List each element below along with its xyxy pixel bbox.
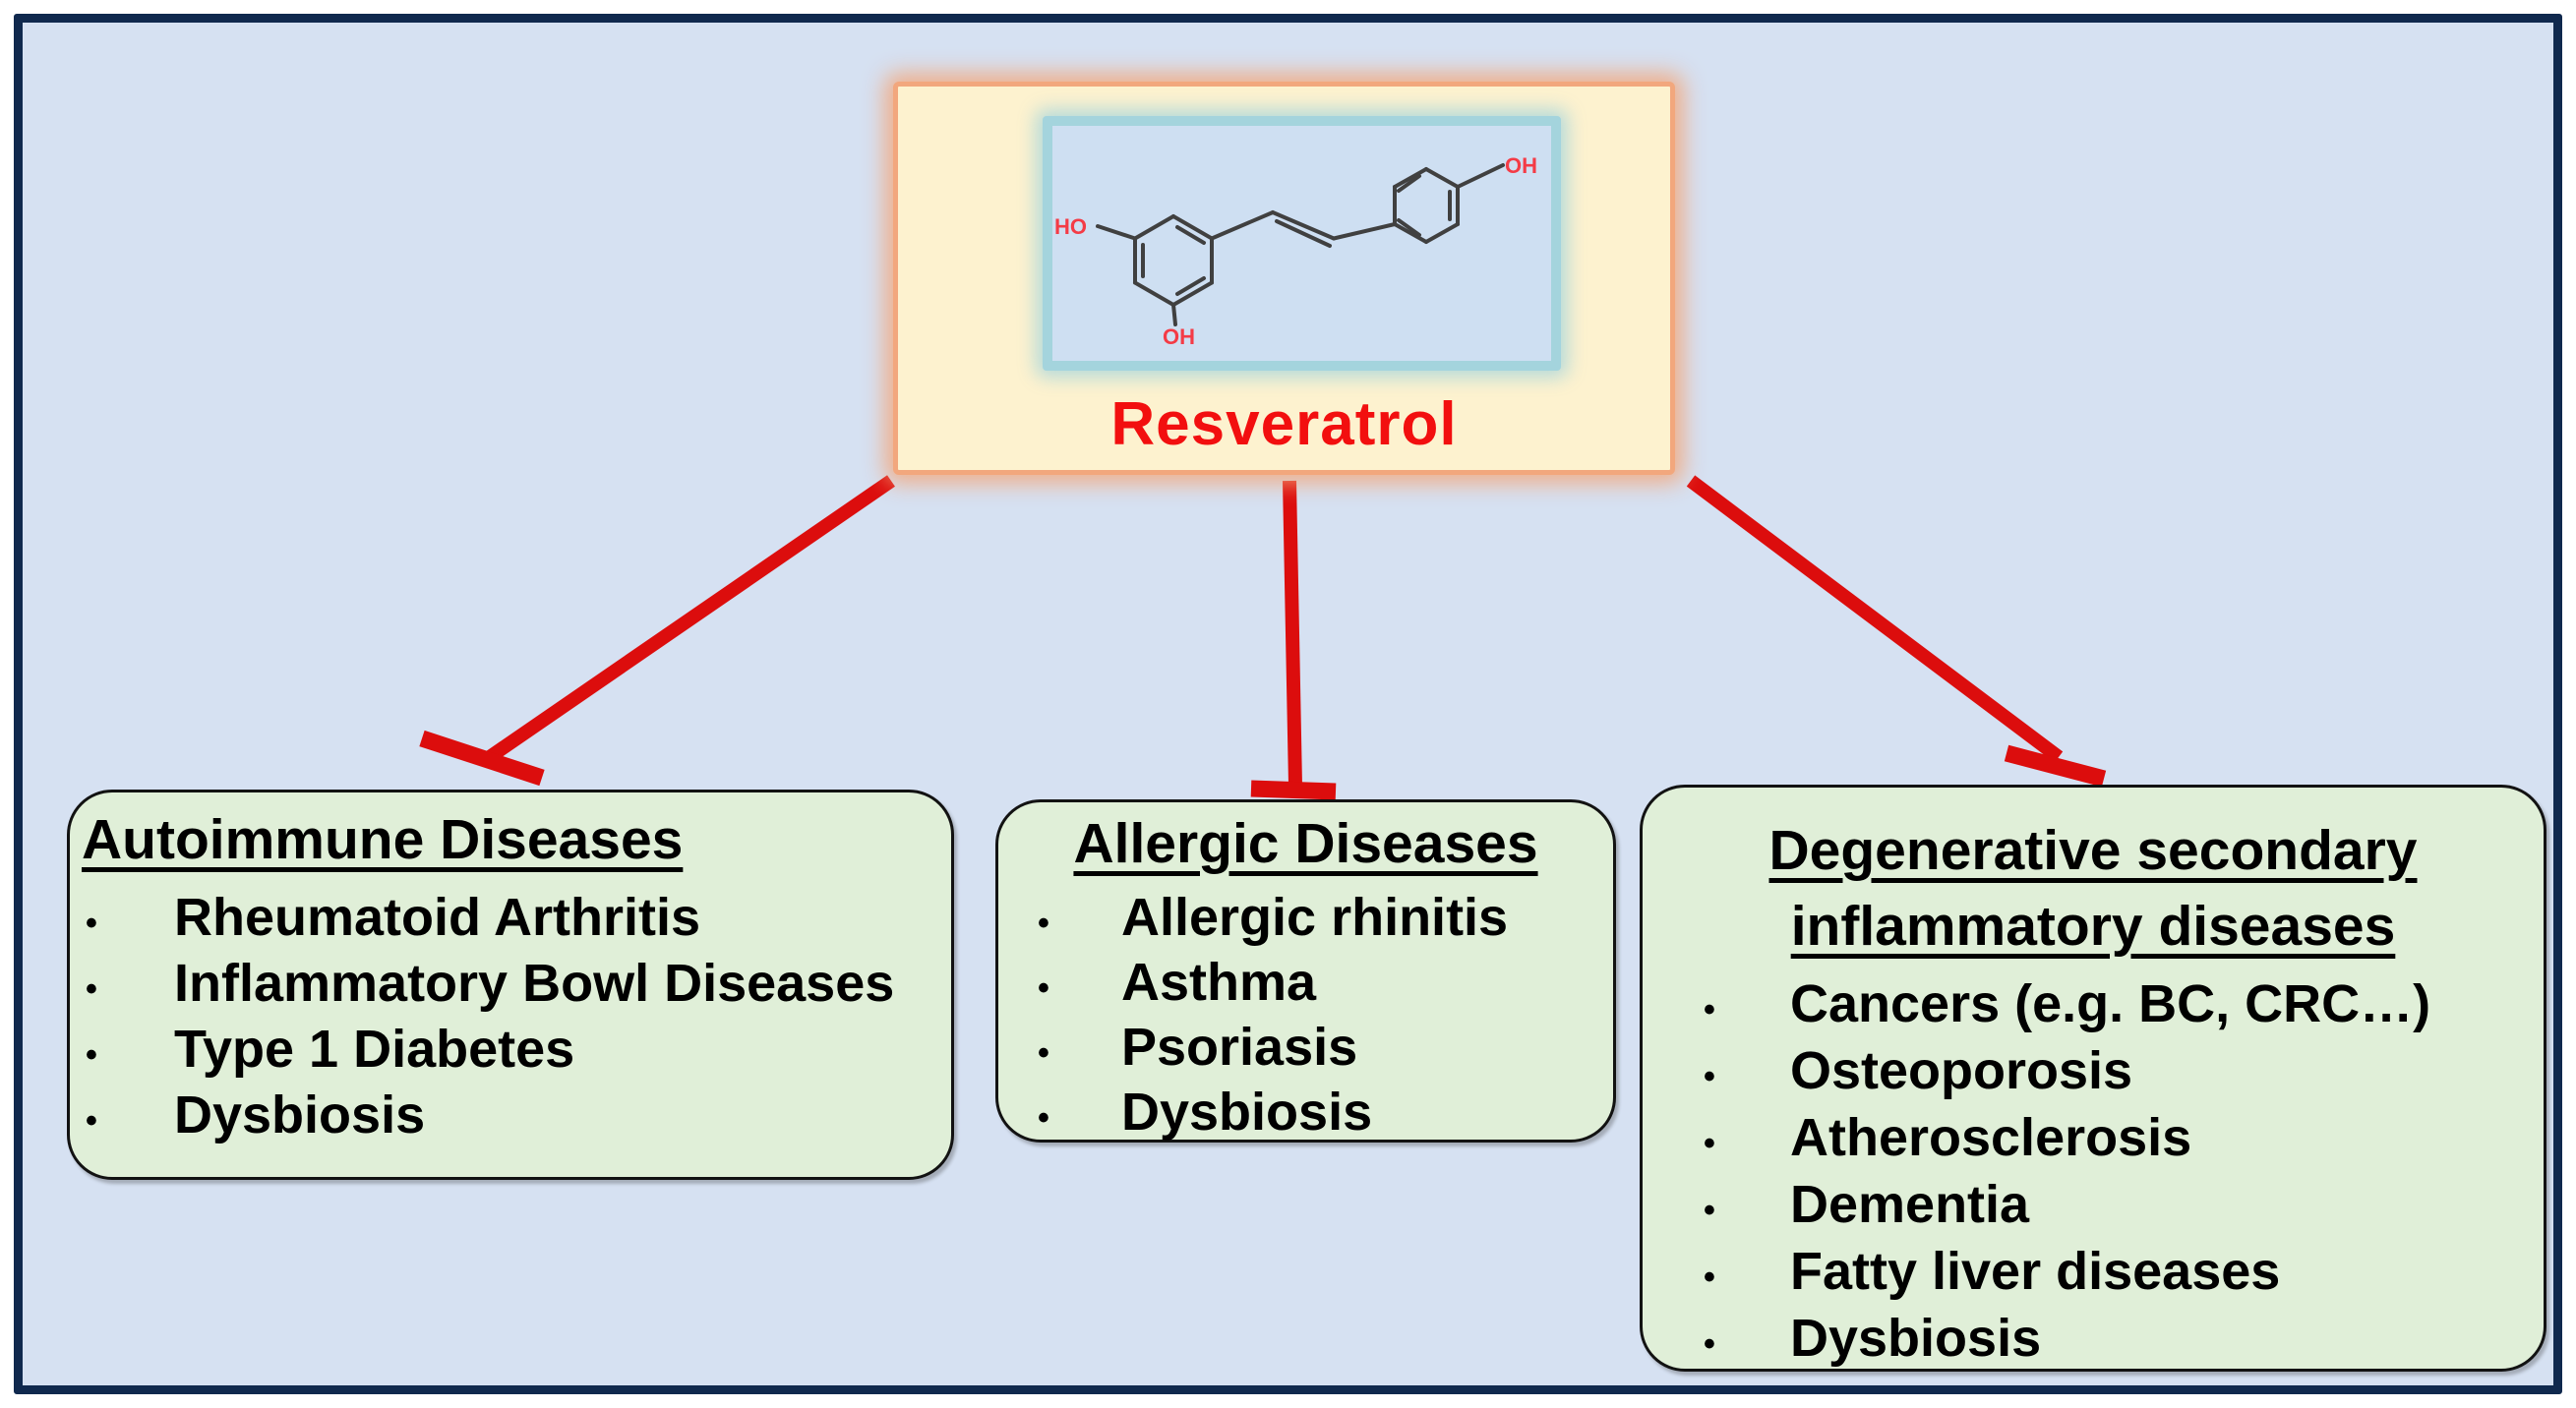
list-item: Dysbiosis: [998, 1080, 1613, 1150]
list-item: Dysbiosis: [1643, 1305, 2544, 1378]
resveratrol-label: Resveratrol: [1110, 390, 1458, 458]
list-item: Inflammatory Bowl Diseases: [70, 951, 951, 1023]
list-item: Allergic rhinitis: [998, 885, 1613, 956]
hydroxyl-label: OH: [1505, 153, 1537, 178]
box-title: Autoimmune Diseases: [82, 808, 684, 871]
degenerative-diseases-box: Degenerative secondary inflammatory dise…: [1640, 785, 2546, 1378]
disease-list: Allergic rhinitis Asthma Psoriasis Dysbi…: [998, 885, 1613, 1150]
hydroxyl-label: OH: [1163, 324, 1195, 349]
box-title: Allergic Diseases: [1073, 812, 1538, 875]
list-item: Type 1 Diabetes: [70, 1017, 951, 1088]
list-item: Dementia: [1643, 1171, 2544, 1244]
allergic-diseases-box: Allergic Diseases Allergic rhinitis Asth…: [995, 799, 1616, 1150]
autoimmune-diseases-box: Autoimmune Diseases Rheumatoid Arthritis…: [67, 790, 954, 1180]
list-item: Dysbiosis: [70, 1083, 951, 1154]
resveratrol-structure-image: HO OH OH: [1054, 153, 1537, 349]
disease-list: Cancers (e.g. BC, CRC…) Osteoporosis Ath…: [1643, 970, 2544, 1378]
list-item: Osteoporosis: [1643, 1037, 2544, 1110]
structure-panel: HO OH OH: [1043, 116, 1561, 371]
list-item: Fatty liver diseases: [1643, 1238, 2544, 1311]
list-item: Cancers (e.g. BC, CRC…): [1643, 970, 2544, 1043]
hydroxyl-label: HO: [1054, 214, 1087, 239]
list-item: Asthma: [998, 950, 1613, 1021]
list-item: Psoriasis: [998, 1015, 1613, 1085]
list-item: Rheumatoid Arthritis: [70, 885, 951, 957]
list-item: Atherosclerosis: [1643, 1104, 2544, 1177]
disease-list: Rheumatoid Arthritis Inflammatory Bowl D…: [70, 885, 951, 1154]
box-title: Degenerative secondary inflammatory dise…: [1768, 819, 2418, 958]
